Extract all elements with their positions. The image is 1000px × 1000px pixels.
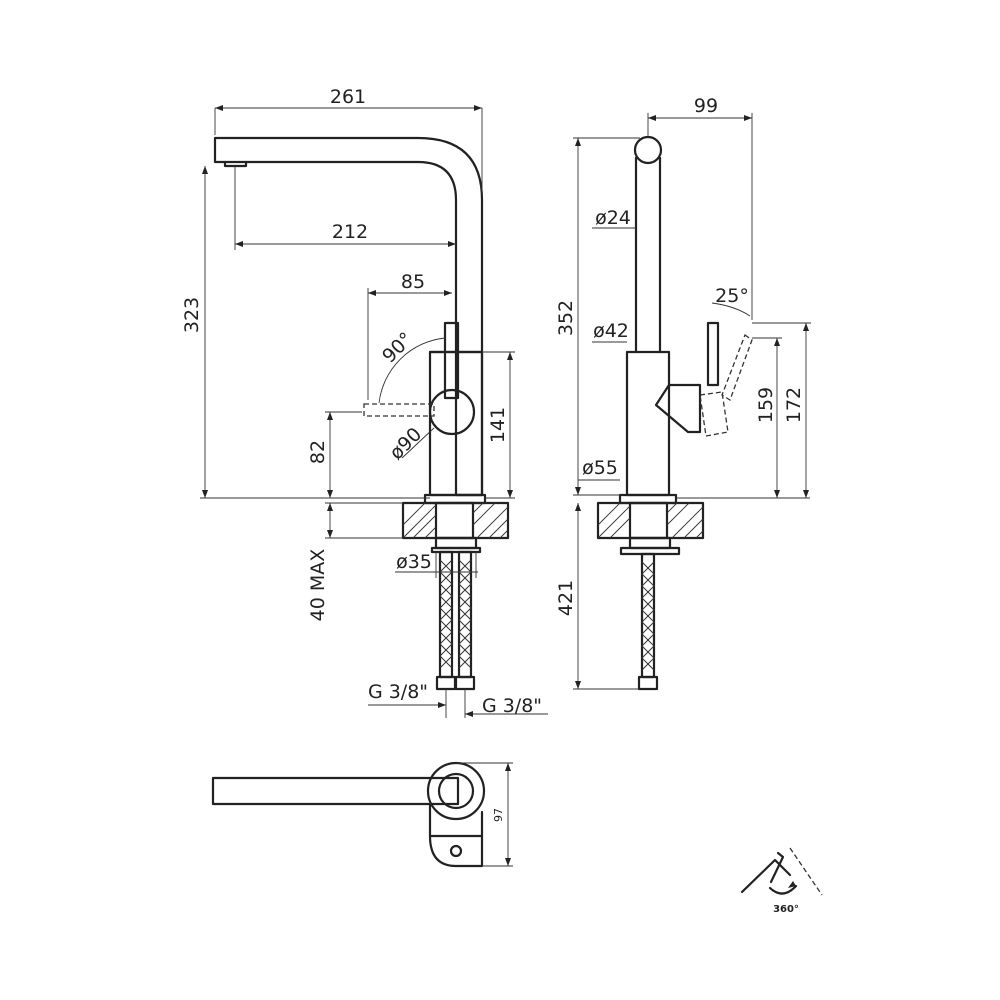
dim-dia-90: ø90	[385, 423, 426, 464]
lever-rotated-dashed	[363, 403, 435, 417]
dim-85: 85	[401, 271, 425, 293]
hoses	[435, 550, 476, 691]
dim-141: 141	[487, 407, 509, 443]
rotation-label: 360°	[773, 904, 799, 915]
dim-angle-90: 90°	[378, 328, 417, 367]
top-spout	[211, 776, 460, 806]
dim-352: 352	[555, 300, 577, 336]
dim-212: 212	[332, 221, 368, 243]
dim-dia-24: ø24	[595, 207, 631, 229]
top-view: 97	[211, 761, 513, 868]
dim-g38-left: G 3/8"	[368, 681, 428, 703]
dim-dia-55: ø55	[582, 457, 618, 479]
dim-angle-25: 25°	[715, 285, 749, 307]
angle-arc-90	[378, 337, 446, 404]
dim-dia-42: ø42	[593, 320, 629, 342]
top-lever	[428, 802, 484, 868]
side-lever-tilted	[699, 333, 753, 437]
spout-end	[633, 135, 663, 165]
side-countertop-section	[596, 501, 705, 540]
spout-outline	[213, 136, 484, 497]
dim-99: 99	[694, 95, 718, 117]
dim-421: 421	[555, 580, 577, 616]
front-view: 261 212 85 323 141 82 40 MAX	[181, 86, 548, 718]
dim-97: 97	[492, 808, 505, 822]
dim-40-max: 40 MAX	[307, 549, 329, 622]
side-body	[625, 350, 671, 497]
rotation-360-icon: 360°	[740, 847, 823, 915]
lever-knob	[428, 388, 476, 436]
dim-dia-35: ø35	[396, 551, 432, 573]
side-view: 99 352 ø24 ø42 ø55 25° 159 172 4	[555, 95, 811, 691]
dim-82: 82	[307, 440, 329, 464]
top-body-inner	[437, 772, 475, 810]
dim-159: 159	[755, 387, 777, 423]
dim-g38-right: G 3/8"	[482, 695, 542, 717]
dim-172: 172	[783, 387, 805, 423]
aerator	[223, 160, 248, 168]
dim-261: 261	[330, 86, 366, 108]
side-lever-block	[654, 383, 702, 434]
top-body-outer	[426, 761, 486, 821]
dim-323: 323	[181, 297, 203, 333]
lever-handle	[443, 321, 460, 400]
countertop-section	[401, 501, 510, 540]
